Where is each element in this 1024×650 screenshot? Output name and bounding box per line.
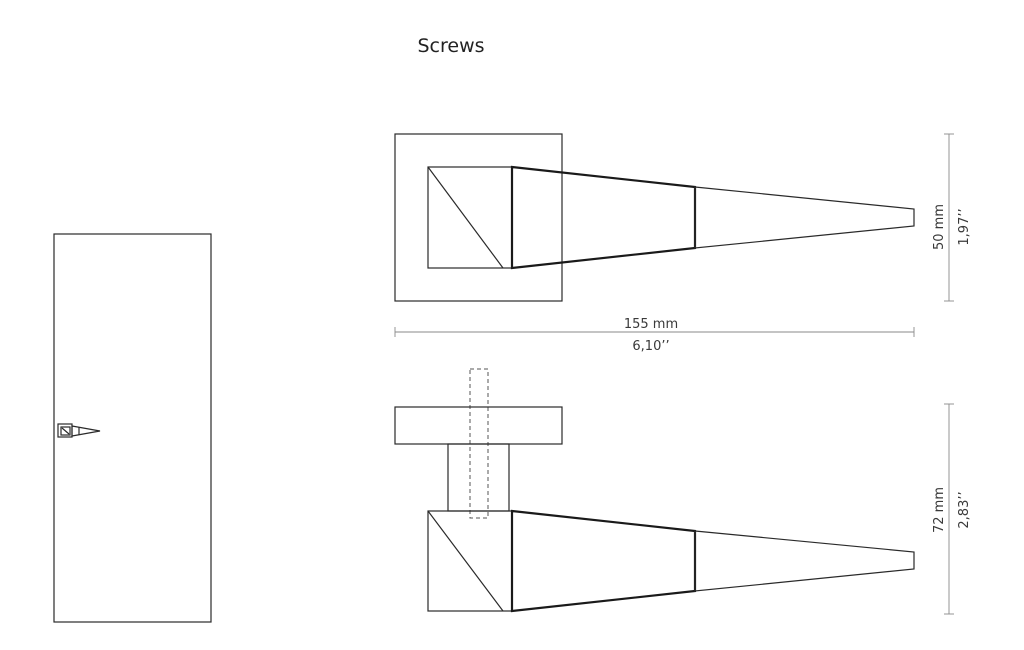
diagram-title: Screws — [417, 35, 484, 57]
door-handle-miniature — [57, 423, 101, 438]
width-mm-label: 155 mm — [624, 317, 678, 332]
handle-side-view — [394, 368, 915, 613]
width-in-label: 6,10’’ — [632, 339, 669, 354]
lever-base-side — [510, 509, 697, 613]
rosette-outline — [394, 133, 563, 302]
handle-neck-side — [427, 510, 513, 612]
lever-tip-side — [694, 530, 915, 592]
height-mm-label: 50 mm — [932, 204, 947, 250]
height-dimension: 50 mm 1,97’’ — [932, 133, 972, 302]
door-elevation — [53, 233, 212, 623]
width-dimension: 155 mm 6,10’’ — [394, 317, 915, 354]
handle-front-view — [394, 133, 915, 302]
neck-side-diagonal — [427, 510, 504, 612]
depth-in-label: 2,83’’ — [957, 491, 972, 528]
lever-base-section — [510, 165, 697, 270]
lever-tip-section — [694, 186, 915, 249]
height-in-label: 1,97’’ — [957, 208, 972, 245]
spindle-collar — [447, 443, 510, 512]
rosette-side — [394, 406, 563, 445]
depth-mm-label: 72 mm — [932, 487, 947, 533]
door-outline — [53, 233, 212, 623]
neck-diagonal — [427, 166, 504, 269]
handle-neck-block — [427, 166, 513, 269]
depth-dimension: 72 mm 2,83’’ — [932, 403, 972, 615]
